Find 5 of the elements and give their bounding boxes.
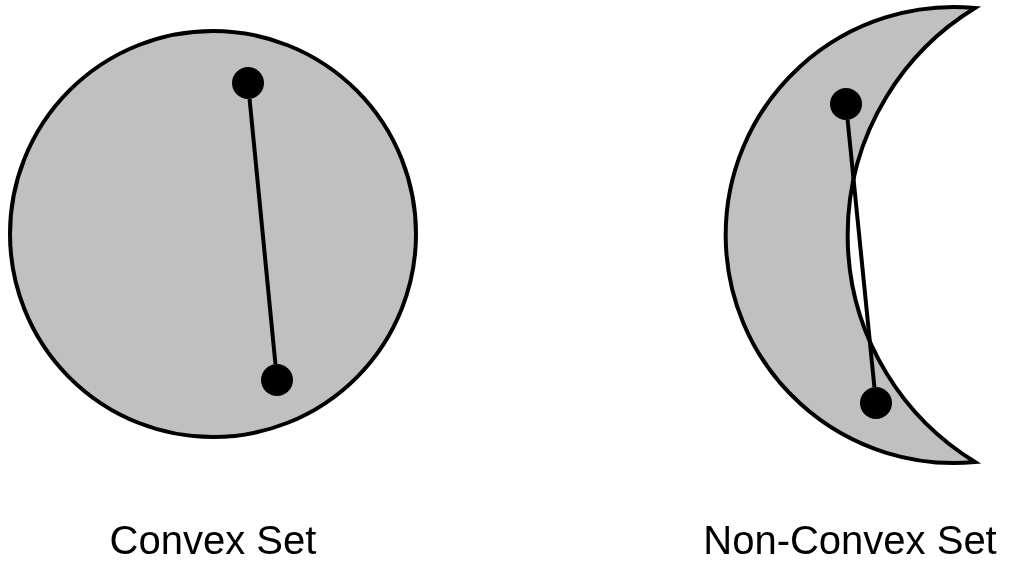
- point-dot: [261, 364, 293, 396]
- line-segment: [247, 98, 278, 365]
- point-dot: [232, 67, 264, 99]
- set-caption: Non-Convex Set: [703, 518, 997, 563]
- set-caption: Convex Set: [109, 518, 317, 563]
